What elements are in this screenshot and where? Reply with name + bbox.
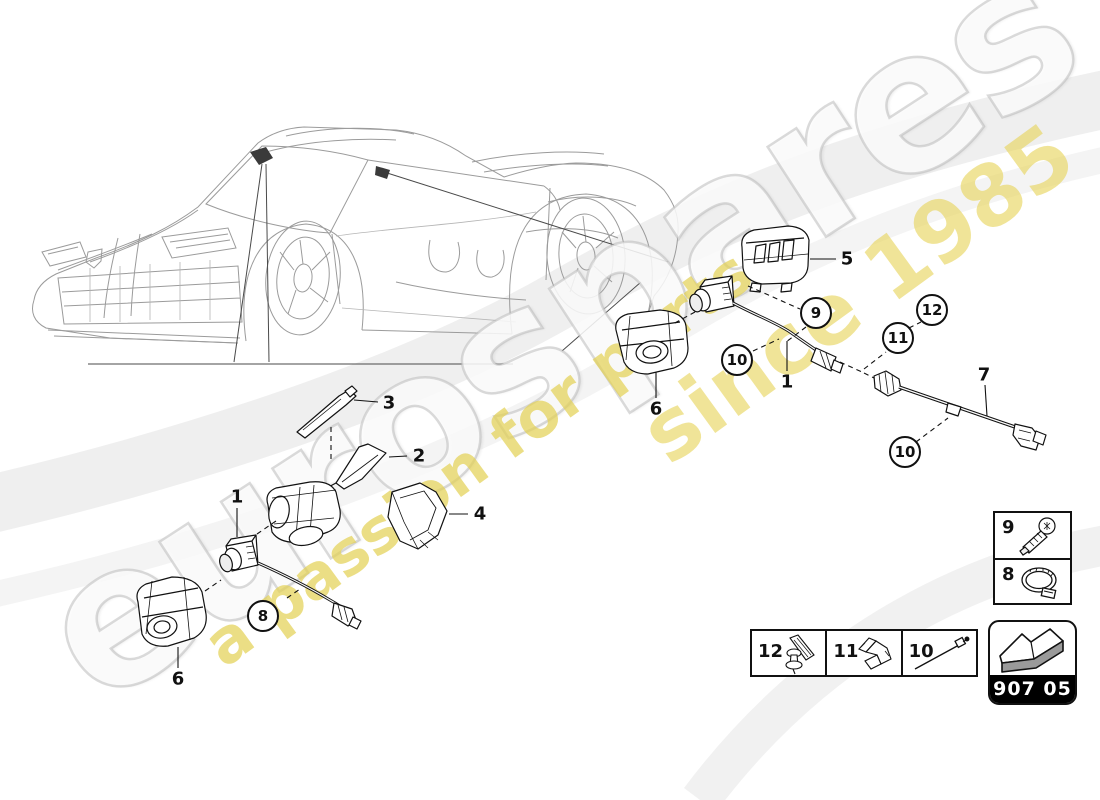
part-code-label: 907 05 (990, 675, 1075, 703)
callout-1-left[interactable]: 1 (230, 486, 244, 508)
callout-leader-lines (177, 258, 988, 668)
part-5-housing (741, 225, 810, 293)
legend-12-label: 12 (758, 641, 784, 662)
part-1-camera-left (219, 534, 259, 573)
legend-8-label: 8 (1002, 564, 1015, 585)
fastener-circle-10b[interactable]: 10 (889, 436, 921, 468)
part-3-strip (296, 385, 358, 439)
cable-tie-icon (914, 636, 970, 670)
part-code-box[interactable]: 907 05 (988, 620, 1077, 705)
callout-5[interactable]: 5 (840, 248, 854, 270)
legend-cell-10[interactable]: 10 (900, 631, 976, 675)
legend-11-label: 11 (833, 641, 859, 662)
callout-1-right[interactable]: 1 (780, 371, 794, 393)
header-sensor-marker (375, 166, 390, 179)
fastener-circle-10a[interactable]: 10 (721, 344, 753, 376)
callout-2[interactable]: 2 (412, 445, 426, 467)
assembly-dashed-lines (204, 285, 949, 599)
fastener-circle-9[interactable]: 9 (800, 297, 832, 329)
legend-9-label: 9 (1002, 517, 1015, 538)
callout-6-right[interactable]: 6 (649, 398, 663, 420)
mirror-base-housing (266, 481, 341, 547)
clip-rivet-icon (785, 634, 815, 675)
fastener-circle-8[interactable]: 8 (247, 600, 279, 632)
legend-cell-11[interactable]: 11 (825, 631, 900, 675)
legend-cell-9[interactable]: 9 (995, 513, 1070, 558)
callout-4[interactable]: 4 (473, 503, 487, 525)
part-6-housing-left (136, 576, 207, 647)
bracket-clip-icon (858, 637, 893, 670)
callout-7[interactable]: 7 (977, 364, 991, 386)
legend-cell-12[interactable]: 12 (752, 631, 825, 675)
callout-3[interactable]: 3 (382, 392, 396, 414)
mirror-camera-marker (250, 147, 273, 165)
hose-clamp-icon (1021, 567, 1057, 600)
part-6-housing-right (615, 309, 689, 375)
part-1-camera-right (689, 275, 735, 313)
fastener-circle-11[interactable]: 11 (882, 322, 914, 354)
legend-row: 12 11 (750, 629, 978, 677)
connector-1-left (331, 602, 362, 630)
legend-10-label: 10 (908, 641, 934, 662)
fastener-circle-12[interactable]: 12 (916, 294, 948, 326)
screw-icon (1019, 517, 1056, 556)
category-arrow-icon (999, 628, 1064, 673)
location-leader-lines (88, 163, 669, 365)
callout-6-left[interactable]: 6 (171, 668, 185, 690)
legend-column: 9 8 (993, 511, 1072, 605)
legend-cell-8[interactable]: 8 (995, 558, 1070, 603)
part-4-cover (387, 482, 448, 550)
part-7-cable (873, 370, 1047, 451)
connector-1-right (810, 347, 844, 374)
